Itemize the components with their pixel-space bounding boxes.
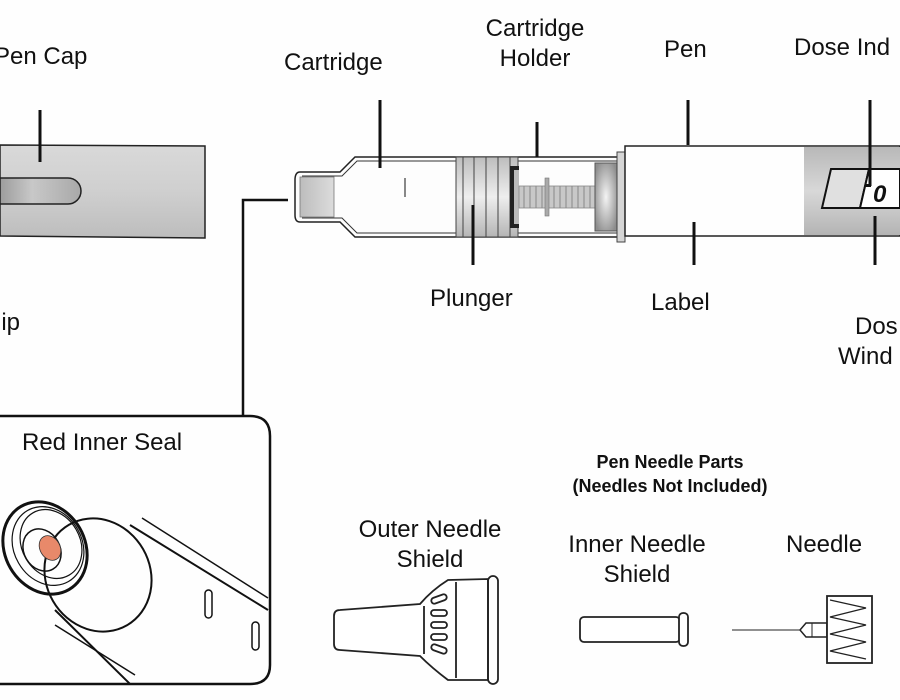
outer-needle-shield (333, 575, 499, 685)
label-cartridge: Cartridge (284, 49, 383, 76)
leader-lines (378, 100, 877, 265)
inset-cartridge-illustration (1, 500, 269, 685)
label-dose-indicator: Dose Ind (794, 34, 891, 61)
dose-readout: 0 (873, 181, 887, 208)
inset-connector (241, 198, 288, 420)
needle (732, 595, 873, 664)
label-inner-needle-shield: Inner Needle Shield (568, 531, 706, 588)
inset-box (0, 414, 272, 686)
pen-body (624, 145, 900, 237)
cartridge-holder (294, 151, 626, 243)
pen-clip (0, 177, 82, 205)
inner-needle-shield (579, 612, 689, 647)
label-needle: Needle (786, 531, 863, 558)
label-pen-label: Label (651, 289, 710, 316)
label-pen: Pen (664, 36, 707, 63)
label-clip: lip (0, 309, 21, 336)
label-plunger: Plunger (430, 285, 513, 312)
label-cartridge-holder: Cartridge Holder (485, 15, 585, 72)
inset-title: Red Inner Seal (22, 429, 183, 456)
label-dose-window: Dos Wind (838, 313, 898, 370)
red-inner-seal (38, 535, 62, 561)
label-pen-cap: Pen Cap (0, 43, 88, 70)
cartridge-tip (299, 176, 335, 218)
plunger (455, 156, 519, 238)
label-outer-needle-shield: Outer Needle Shield (358, 516, 502, 573)
pen-cap (0, 144, 206, 239)
lead-screw (518, 177, 596, 217)
needle-parts-heading: Pen Needle Parts (Needles Not Included) (572, 452, 768, 496)
